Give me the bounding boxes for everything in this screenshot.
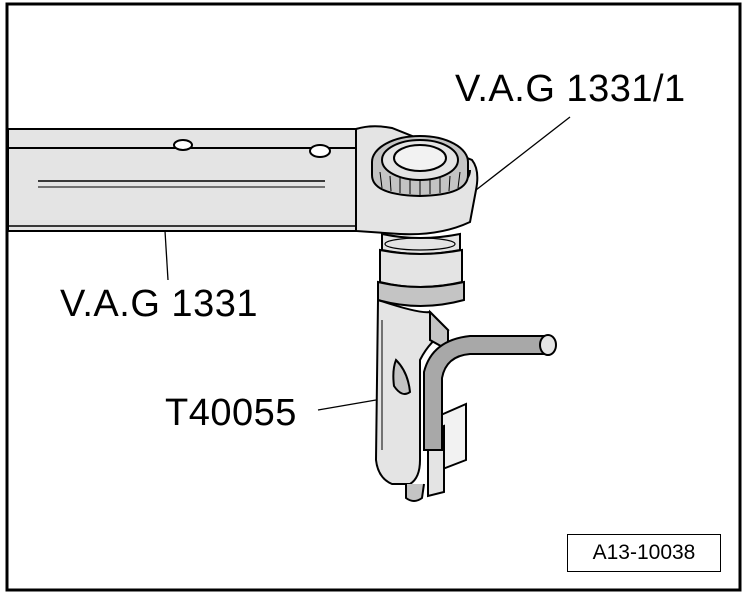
leader-lines	[164, 116, 571, 411]
figure-frame	[5, 2, 742, 592]
adapter-shaft	[377, 232, 465, 307]
leader-line-vag1331	[164, 230, 169, 281]
callout-vag-1331-1: V.A.G 1331/1	[455, 68, 686, 110]
callout-vag-1331: V.A.G 1331	[60, 283, 258, 325]
wrench-head	[355, 125, 479, 236]
figure-id-box: A13-10038	[567, 534, 721, 572]
hose	[423, 334, 557, 451]
leader-line-vag1331-1	[475, 116, 571, 191]
callout-t40055: T40055	[165, 392, 297, 434]
torque-wrench-arm	[7, 128, 357, 232]
special-tool-t40055	[374, 298, 467, 502]
leader-line-t40055	[317, 399, 377, 411]
